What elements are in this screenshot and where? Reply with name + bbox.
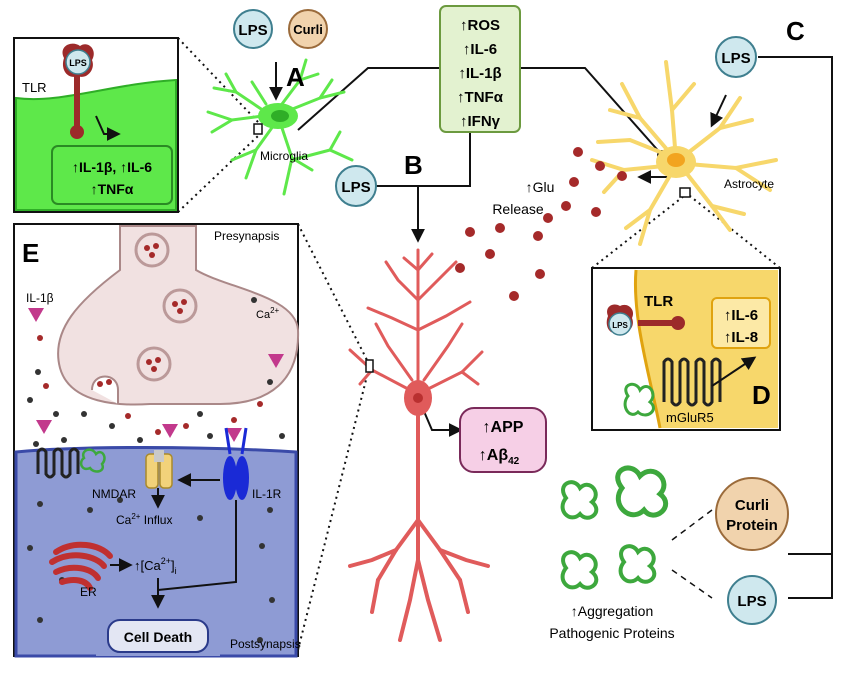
app-label: ↑APP <box>483 419 524 436</box>
postsynapsis-label: Postsynapsis <box>230 637 301 651</box>
synapse-marker <box>365 359 374 373</box>
lps-top-label: LPS <box>238 22 267 39</box>
neuron-nucleus <box>413 393 423 403</box>
curli-top-label: Curli <box>293 22 323 37</box>
abeta-main: ↑Aβ <box>479 447 509 464</box>
ca-main: Ca <box>256 309 271 321</box>
ca-i-superscript: 2+ <box>161 556 171 566</box>
curli-bubble-top <box>288 9 328 49</box>
lps-mid-label: LPS <box>341 179 370 196</box>
aggregation-line2: Pathogenic Proteins <box>549 625 674 641</box>
ca-influx-word: Influx <box>140 513 172 527</box>
ca-influx-main: Ca <box>116 513 132 527</box>
letter-c: C <box>786 16 805 46</box>
cytokine-box <box>439 5 521 133</box>
app-box <box>459 407 547 473</box>
astro-inset-mglur5: mGluR5 <box>666 410 714 425</box>
lps-bubble-mid <box>335 165 377 207</box>
ca-i-label: ↑[Ca2+]i <box>134 556 177 576</box>
astro-inset-lps-label: LPS <box>612 321 628 330</box>
cytokine-il1b: ↑IL-1β <box>458 65 501 82</box>
curli-protein-bubble <box>715 477 789 551</box>
aggregation-line1: ↑Aggregation <box>571 603 654 619</box>
microglia-label: Microglia <box>260 149 308 163</box>
ca-superscript: 2+ <box>270 306 279 315</box>
lps-bottom-label: LPS <box>737 593 766 610</box>
dashed-lines <box>671 509 713 599</box>
cytokine-ros: ↑ROS <box>460 17 500 34</box>
synapse-panel <box>13 223 300 658</box>
protein-aggregates <box>560 465 669 590</box>
microglia-inset <box>13 37 179 213</box>
letter-e: E <box>22 238 39 268</box>
lps-bubble-top <box>233 9 273 49</box>
cytokine-il6: ↑IL-6 <box>463 41 497 58</box>
astro-inset-il6: ↑IL-6 <box>724 307 758 324</box>
lps-right-label: LPS <box>721 50 750 67</box>
astro-inset-il8: ↑IL-8 <box>724 329 758 346</box>
inset-cytokines-line2: ↑TNFα <box>91 181 134 197</box>
ca-influx-superscript: 2+ <box>131 512 140 521</box>
glu-release-line2: Release <box>492 201 544 217</box>
cytokine-ifng: ↑IFNγ <box>460 113 501 130</box>
er-label: ER <box>80 585 97 599</box>
ca-label: Ca2+ <box>256 306 280 321</box>
cytokine-tnfa: ↑TNFα <box>457 89 504 106</box>
il1r-label: IL-1R <box>252 487 282 501</box>
presynapsis-label: Presynapsis <box>214 229 279 243</box>
letter-d: D <box>752 380 771 410</box>
cell-death-label: Cell Death <box>124 629 192 645</box>
inset-cytokines-line1: ↑IL-1β, ↑IL-6 <box>72 159 152 175</box>
nmdar-label: NMDAR <box>92 487 136 501</box>
astrocyte-label: Astrocyte <box>724 177 774 191</box>
inset-lps-label: LPS <box>69 58 87 68</box>
ca-influx-label: Ca2+ Influx <box>116 512 172 527</box>
inset-tlr-label: TLR <box>22 80 47 95</box>
il1b-label: IL-1β <box>26 291 54 305</box>
letter-a: A <box>286 62 305 92</box>
connector-lines <box>269 56 833 599</box>
curli-protein-line1: Curli <box>735 497 769 514</box>
abeta-label: ↑Aβ42 <box>479 447 520 467</box>
letter-b: B <box>404 150 423 180</box>
lps-bubble-right <box>715 36 757 78</box>
ca-i-subscript: i <box>175 566 177 576</box>
glu-release-line1: ↑Glu <box>526 179 555 195</box>
astro-inset-tlr: TLR <box>644 293 673 310</box>
microglia-cell <box>206 58 354 196</box>
curli-protein-line2: Protein <box>726 517 778 534</box>
astrocyte-inset <box>591 267 781 431</box>
ca-i-main: ↑[Ca <box>134 558 162 573</box>
glutamate-dots <box>455 147 627 301</box>
lps-bubble-bottom <box>727 575 777 625</box>
astrocyte-cell <box>590 60 778 246</box>
dotted-lines <box>177 37 781 651</box>
abeta-subscript: 42 <box>508 456 520 467</box>
ca-i-bracket: ] <box>171 558 175 573</box>
